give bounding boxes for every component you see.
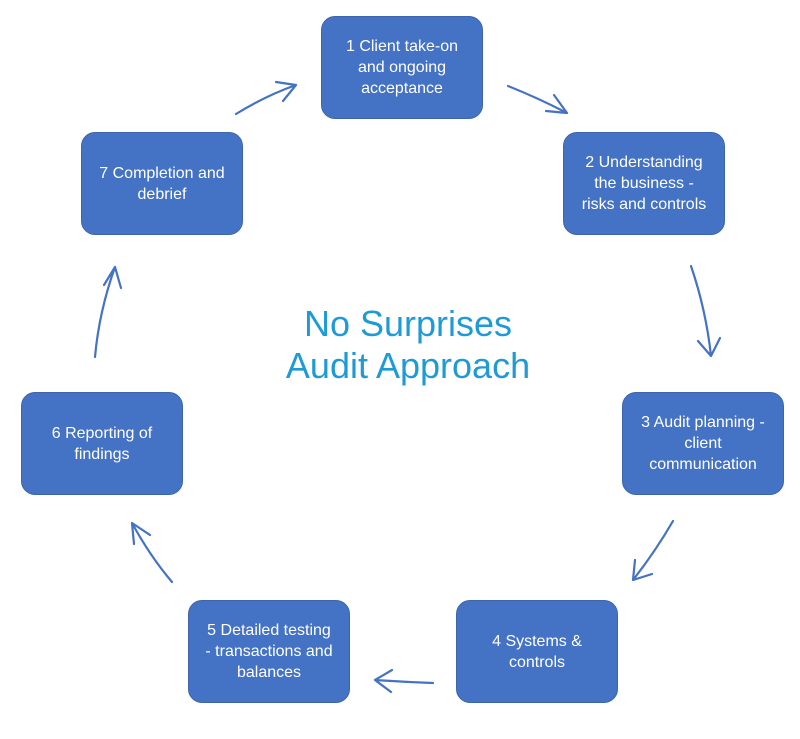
step-label-audit-planning: 3 Audit planning - client communication <box>641 414 765 473</box>
step-label-completion-debrief: 7 Completion and debrief <box>99 164 225 203</box>
step-box-completion-debrief: 7 Completion and debrief <box>81 132 243 235</box>
arrow-5-to-6 <box>130 521 174 584</box>
arrow-2-to-3 <box>689 264 722 358</box>
arrow-7-to-1 <box>234 80 298 116</box>
step-label-detailed-testing: 5 Detailed testing - transactions and ba… <box>205 622 333 681</box>
step-box-systems-controls: 4 Systems & controls <box>456 600 618 703</box>
arrow-3-to-4 <box>631 519 675 582</box>
step-box-audit-planning: 3 Audit planning - client communication <box>622 392 784 495</box>
step-label-systems-controls: 4 Systems & controls <box>492 632 582 671</box>
diagram-title: No Surprises Audit Approach <box>285 303 531 386</box>
step-label-reporting-findings: 6 Reporting of findings <box>51 424 153 463</box>
step-box-client-take-on: 1 Client take-on and ongoing acceptance <box>321 16 483 119</box>
step-box-understanding-business: 2 Understanding the business - risks and… <box>563 132 725 235</box>
step-box-reporting-findings: 6 Reporting of findings <box>21 392 183 495</box>
arrow-6-to-7 <box>93 265 123 359</box>
step-label-client-take-on: 1 Client take-on and ongoing acceptance <box>345 38 459 97</box>
arrow-1-to-2 <box>506 84 569 115</box>
step-label-understanding-business: 2 Understanding the business - risks and… <box>581 154 707 213</box>
step-box-detailed-testing: 5 Detailed testing - transactions and ba… <box>188 600 350 703</box>
arrow-4-to-5 <box>373 668 435 694</box>
